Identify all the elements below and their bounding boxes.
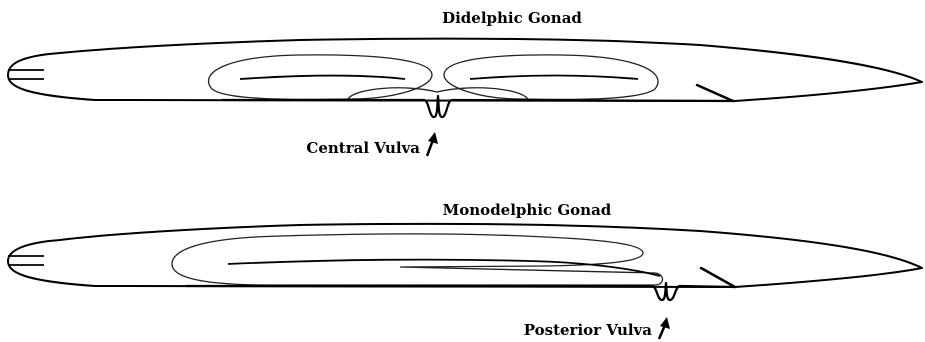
- didelphic-worm-body: [8, 39, 922, 101]
- didelphic-title: Didelphic Gonad: [442, 9, 582, 27]
- didelphic-panel: Didelphic Gonad Central Vulva: [8, 9, 922, 157]
- posterior-vulva-label: Posterior Vulva: [524, 321, 653, 339]
- central-vulva-label: Central Vulva: [306, 139, 420, 157]
- central-vulva-arrow: [427, 132, 438, 156]
- monodelphic-title: Monodelphic Gonad: [443, 201, 612, 219]
- posterior-vulva: [186, 283, 735, 300]
- posterior-vulva-arrow: [659, 317, 670, 339]
- monodelphic-panel: Monodelphic Gonad Posterior Vulva: [8, 201, 922, 339]
- monodelphic-worm-body: [8, 224, 922, 287]
